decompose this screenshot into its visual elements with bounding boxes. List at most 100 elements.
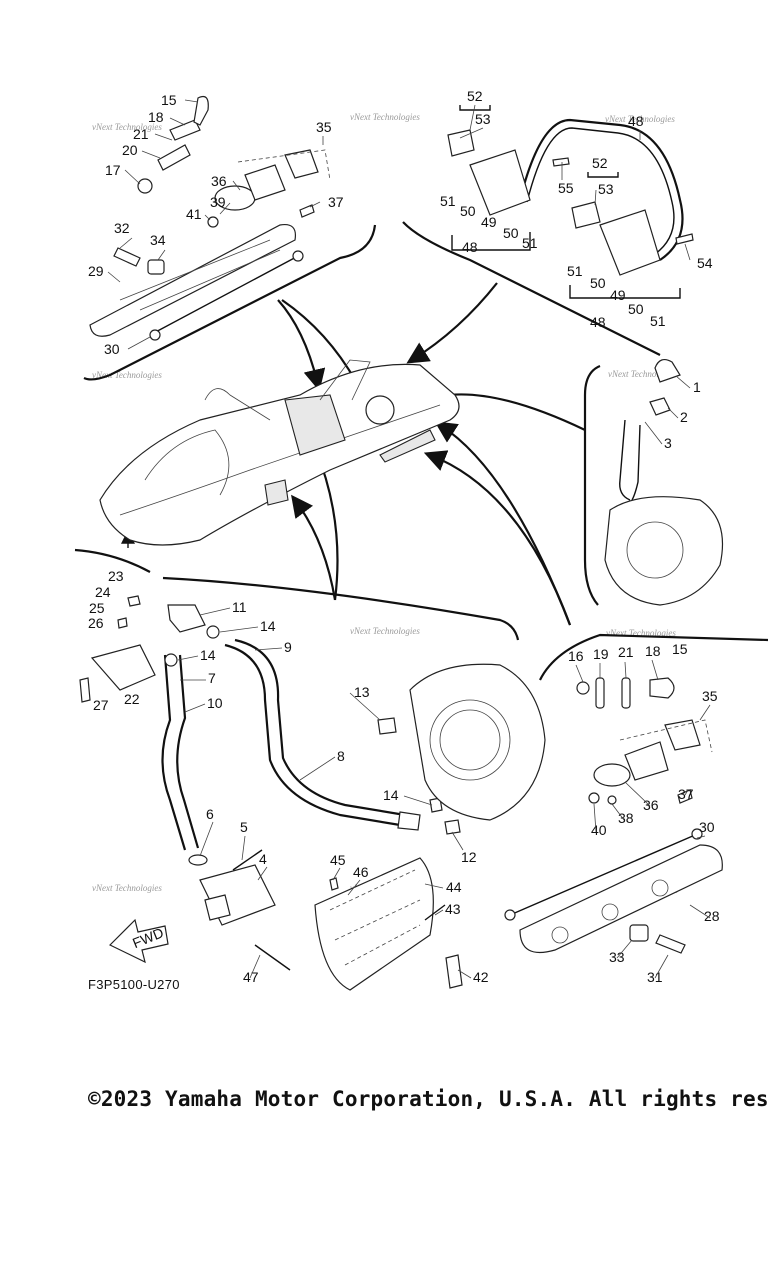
- callout-label: 14: [260, 618, 276, 634]
- bracket-48-upper: [451, 232, 531, 251]
- callout-leaders: [107, 99, 711, 979]
- copyright-notice: ©2023 Yamaha Motor Corporation, U.S.A. A…: [88, 1087, 768, 1111]
- plate-53a: [447, 129, 475, 157]
- callout-label: 32: [114, 220, 130, 236]
- hose-end: [504, 909, 516, 921]
- vent-hole: [551, 926, 569, 944]
- callout-label: 40: [591, 822, 607, 838]
- hose-3: [619, 419, 631, 501]
- hose-8-9-b: [234, 638, 406, 817]
- callout-label: 43: [445, 901, 461, 917]
- hose-10-b: [176, 654, 200, 849]
- callout-label: 15: [672, 641, 688, 657]
- vent-cover-ribs: [119, 239, 281, 311]
- duct-head-35: [284, 149, 319, 179]
- bracket-52-lower: [587, 172, 619, 178]
- group-35-outline: [237, 149, 331, 181]
- nut-16: [576, 681, 590, 695]
- callout-label: 7: [208, 670, 216, 686]
- lower-left-hose-assembly: [79, 595, 461, 971]
- clamp-12: [444, 819, 461, 835]
- callout-label: 29: [88, 263, 104, 279]
- callout-label: 51: [522, 235, 538, 251]
- callout-label: 6: [206, 806, 214, 822]
- callout-label: 49: [610, 287, 626, 303]
- handrail-48: [518, 118, 684, 261]
- arrow: [291, 494, 337, 601]
- callout-label: 35: [316, 119, 332, 135]
- callout-label: 15: [161, 92, 177, 108]
- arrow: [434, 421, 572, 626]
- top-left-vent-assembly: [89, 95, 331, 341]
- callout-label: 1: [693, 379, 701, 395]
- hull-duct: [365, 395, 395, 425]
- nut-40: [588, 792, 600, 804]
- watermark-text: vNext Technologies: [92, 370, 162, 380]
- callout-label: 17: [105, 162, 121, 178]
- callout-label: 47: [243, 969, 259, 985]
- callout-label: 36: [211, 173, 227, 189]
- ubolt-15: [193, 95, 209, 126]
- group-35b-outline: [619, 719, 713, 753]
- washer-38: [607, 795, 617, 805]
- clamp-6: [188, 854, 208, 866]
- callout-label: 39: [210, 194, 226, 210]
- handrail-inner: [526, 127, 675, 255]
- intake-cover-assembly: [314, 857, 463, 991]
- callout-label: 21: [133, 126, 149, 142]
- leader: [177, 607, 472, 979]
- lower-left-bracket-a: [74, 548, 151, 573]
- bracket-48-lower: [569, 285, 681, 299]
- callout-label: 30: [104, 341, 120, 357]
- callout-label: 9: [284, 639, 292, 655]
- hull-line: [119, 404, 441, 516]
- callout-label: 41: [186, 206, 202, 222]
- leader: [124, 99, 199, 185]
- bracket-22: [90, 644, 156, 691]
- hose-3-b: [631, 424, 641, 501]
- hose-30: [149, 254, 301, 336]
- callout-label: 50: [590, 275, 606, 291]
- callout-label: 50: [628, 301, 644, 317]
- callout-numbers: 15 18 21 20 17 35 36 39 41 37 32 34 29 3…: [88, 88, 720, 985]
- leader: [459, 104, 691, 261]
- callout-label: 24: [95, 584, 111, 600]
- hull-body: [99, 363, 460, 546]
- hull-nose: [144, 429, 230, 496]
- callout-label: 52: [592, 155, 608, 171]
- cover-pattern: [329, 869, 421, 966]
- fwd-arrow: FWD: [108, 918, 169, 964]
- elbow-11: [167, 604, 206, 633]
- cap-1: [654, 358, 681, 383]
- vent-hole: [651, 879, 669, 897]
- arrow: [277, 299, 326, 392]
- hose-end: [691, 828, 703, 840]
- lower-left-bracket-b: [162, 576, 520, 641]
- callout-label: 26: [88, 615, 104, 631]
- fwd-arrow-shape: [108, 918, 169, 964]
- plate-18: [169, 119, 201, 141]
- callout-label: 12: [461, 849, 477, 865]
- leader: [644, 375, 691, 445]
- watermark-text: vNext Technologies: [92, 883, 162, 893]
- collar-34: [147, 259, 165, 275]
- hull-grille: [264, 479, 289, 506]
- callout-label: 48: [590, 314, 606, 330]
- arrow: [406, 282, 498, 364]
- duct-head-35b: [664, 719, 701, 751]
- callout-label: 5: [240, 819, 248, 835]
- nut-17: [137, 178, 153, 194]
- bracket-52-upper: [459, 105, 491, 111]
- top-right-bracket: [402, 221, 661, 356]
- callout-label: 49: [481, 214, 497, 230]
- hull-vent: [284, 394, 346, 456]
- pump-opening: [429, 699, 511, 781]
- pump-inner: [439, 709, 501, 771]
- watermark-text: vNext Technologies: [608, 369, 678, 379]
- callout-label: 30: [699, 819, 715, 835]
- callout-label: 34: [150, 232, 166, 248]
- callout-label: 16: [568, 648, 584, 664]
- bracket-42: [445, 954, 463, 989]
- callout-label: 52: [467, 88, 483, 104]
- gasket-36b: [593, 763, 631, 787]
